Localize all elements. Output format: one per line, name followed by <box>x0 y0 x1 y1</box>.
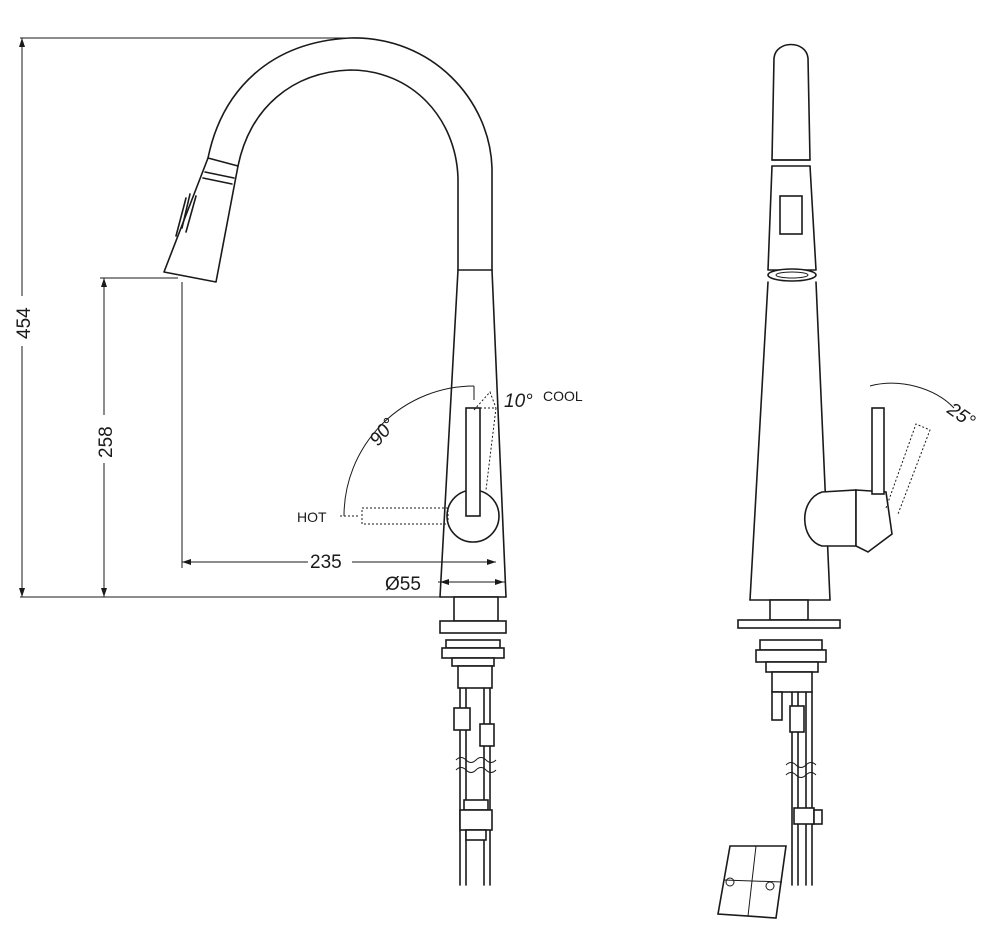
base-diameter-label: Ø55 <box>385 574 421 595</box>
tilt-angle-label: 25° <box>942 398 979 432</box>
mounting-bracket <box>717 845 787 919</box>
dimension-reach: 235 <box>181 282 496 573</box>
swing-angle-label: 90° <box>366 414 401 450</box>
side-mounting-hardware <box>737 599 841 693</box>
dimension-total-height: 454 <box>10 37 440 598</box>
reach-label: 235 <box>310 552 342 573</box>
dimension-base-diameter: Ø55 <box>385 574 506 595</box>
total-height-label: 454 <box>14 307 35 339</box>
side-lever: 25° <box>803 382 979 553</box>
spout-height-label: 258 <box>96 426 117 458</box>
front-view: 454 258 235 Ø55 <box>10 37 583 886</box>
cool-label: COOL <box>543 388 583 404</box>
side-spout <box>767 43 817 282</box>
side-body <box>749 281 831 601</box>
dimension-spout-height: 258 <box>92 277 178 597</box>
cool-angle-label: 10° <box>504 391 533 412</box>
lever-swing-arc: 90° 10° COOL HOT <box>297 385 583 525</box>
gooseneck-spout <box>207 37 493 271</box>
mounting-hardware <box>439 596 507 689</box>
spray-head <box>163 157 239 283</box>
side-supply-hoses <box>771 691 823 886</box>
lever-handle <box>361 391 500 543</box>
supply-hoses <box>453 687 497 886</box>
hot-label: HOT <box>297 509 327 525</box>
side-view: 25° <box>717 43 979 919</box>
